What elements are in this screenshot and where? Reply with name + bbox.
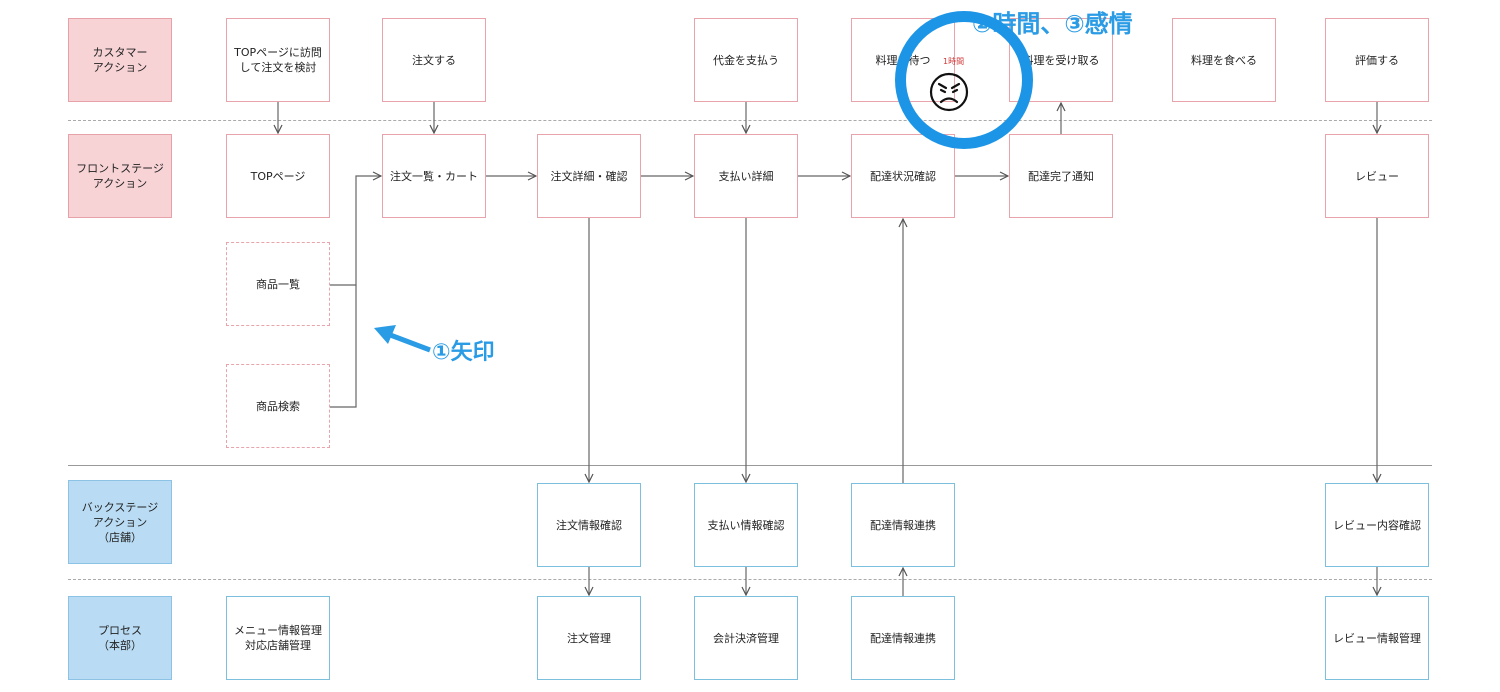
frontstage-review: レビュー — [1325, 134, 1429, 218]
backstage-review-check: レビュー内容確認 — [1325, 483, 1429, 567]
arrow-list-search-to-cart — [330, 176, 381, 286]
process-order-management: 注文管理 — [537, 596, 641, 680]
process-accounting: 会計決済管理 — [694, 596, 798, 680]
arrow-search-join — [330, 285, 357, 408]
lane-label-customer: カスタマー アクション — [68, 18, 172, 102]
lane-label-backstage: バックステージ アクション （店舗） — [68, 480, 172, 564]
frontstage-order-detail: 注文詳細・確認 — [537, 134, 641, 218]
frontstage-delivery-done: 配達完了通知 — [1009, 134, 1113, 218]
process-menu-management: メニュー情報管理 対応店舗管理 — [226, 596, 330, 680]
frontstage-payment-detail: 支払い詳細 — [694, 134, 798, 218]
lane-label-frontstage: フロントステージ アクション — [68, 134, 172, 218]
angry-face-icon — [929, 72, 969, 112]
backstage-delivery-link: 配達情報連携 — [851, 483, 955, 567]
process-review-management: レビュー情報管理 — [1325, 596, 1429, 680]
frontstage-product-search: 商品検索 — [226, 364, 330, 448]
frontstage-cart: 注文一覧・カート — [382, 134, 486, 218]
lane-label-process: プロセス （本部） — [68, 596, 172, 680]
time-label: 1時間 — [943, 57, 965, 66]
callout-arrow — [384, 330, 431, 353]
customer-review: 評価する — [1325, 18, 1429, 102]
frontstage-top-page: TOPページ — [226, 134, 330, 218]
separator-customer-frontstage — [68, 120, 1432, 121]
highlight-ring — [895, 11, 1033, 149]
line-of-visibility — [68, 465, 1432, 466]
process-delivery-link: 配達情報連携 — [851, 596, 955, 680]
customer-order: 注文する — [382, 18, 486, 102]
annotation-arrow-note: ①矢印 — [432, 340, 495, 365]
separator-backstage-process — [68, 579, 1432, 580]
frontstage-delivery-status: 配達状況確認 — [851, 134, 955, 218]
backstage-order-info: 注文情報確認 — [537, 483, 641, 567]
frontstage-product-list: 商品一覧 — [226, 242, 330, 326]
customer-pay: 代金を支払う — [694, 18, 798, 102]
customer-visit-top: TOPページに訪問 して注文を検討 — [226, 18, 330, 102]
callout-arrowhead — [374, 325, 396, 344]
backstage-payment-info: 支払い情報確認 — [694, 483, 798, 567]
customer-eat: 料理を食べる — [1172, 18, 1276, 102]
